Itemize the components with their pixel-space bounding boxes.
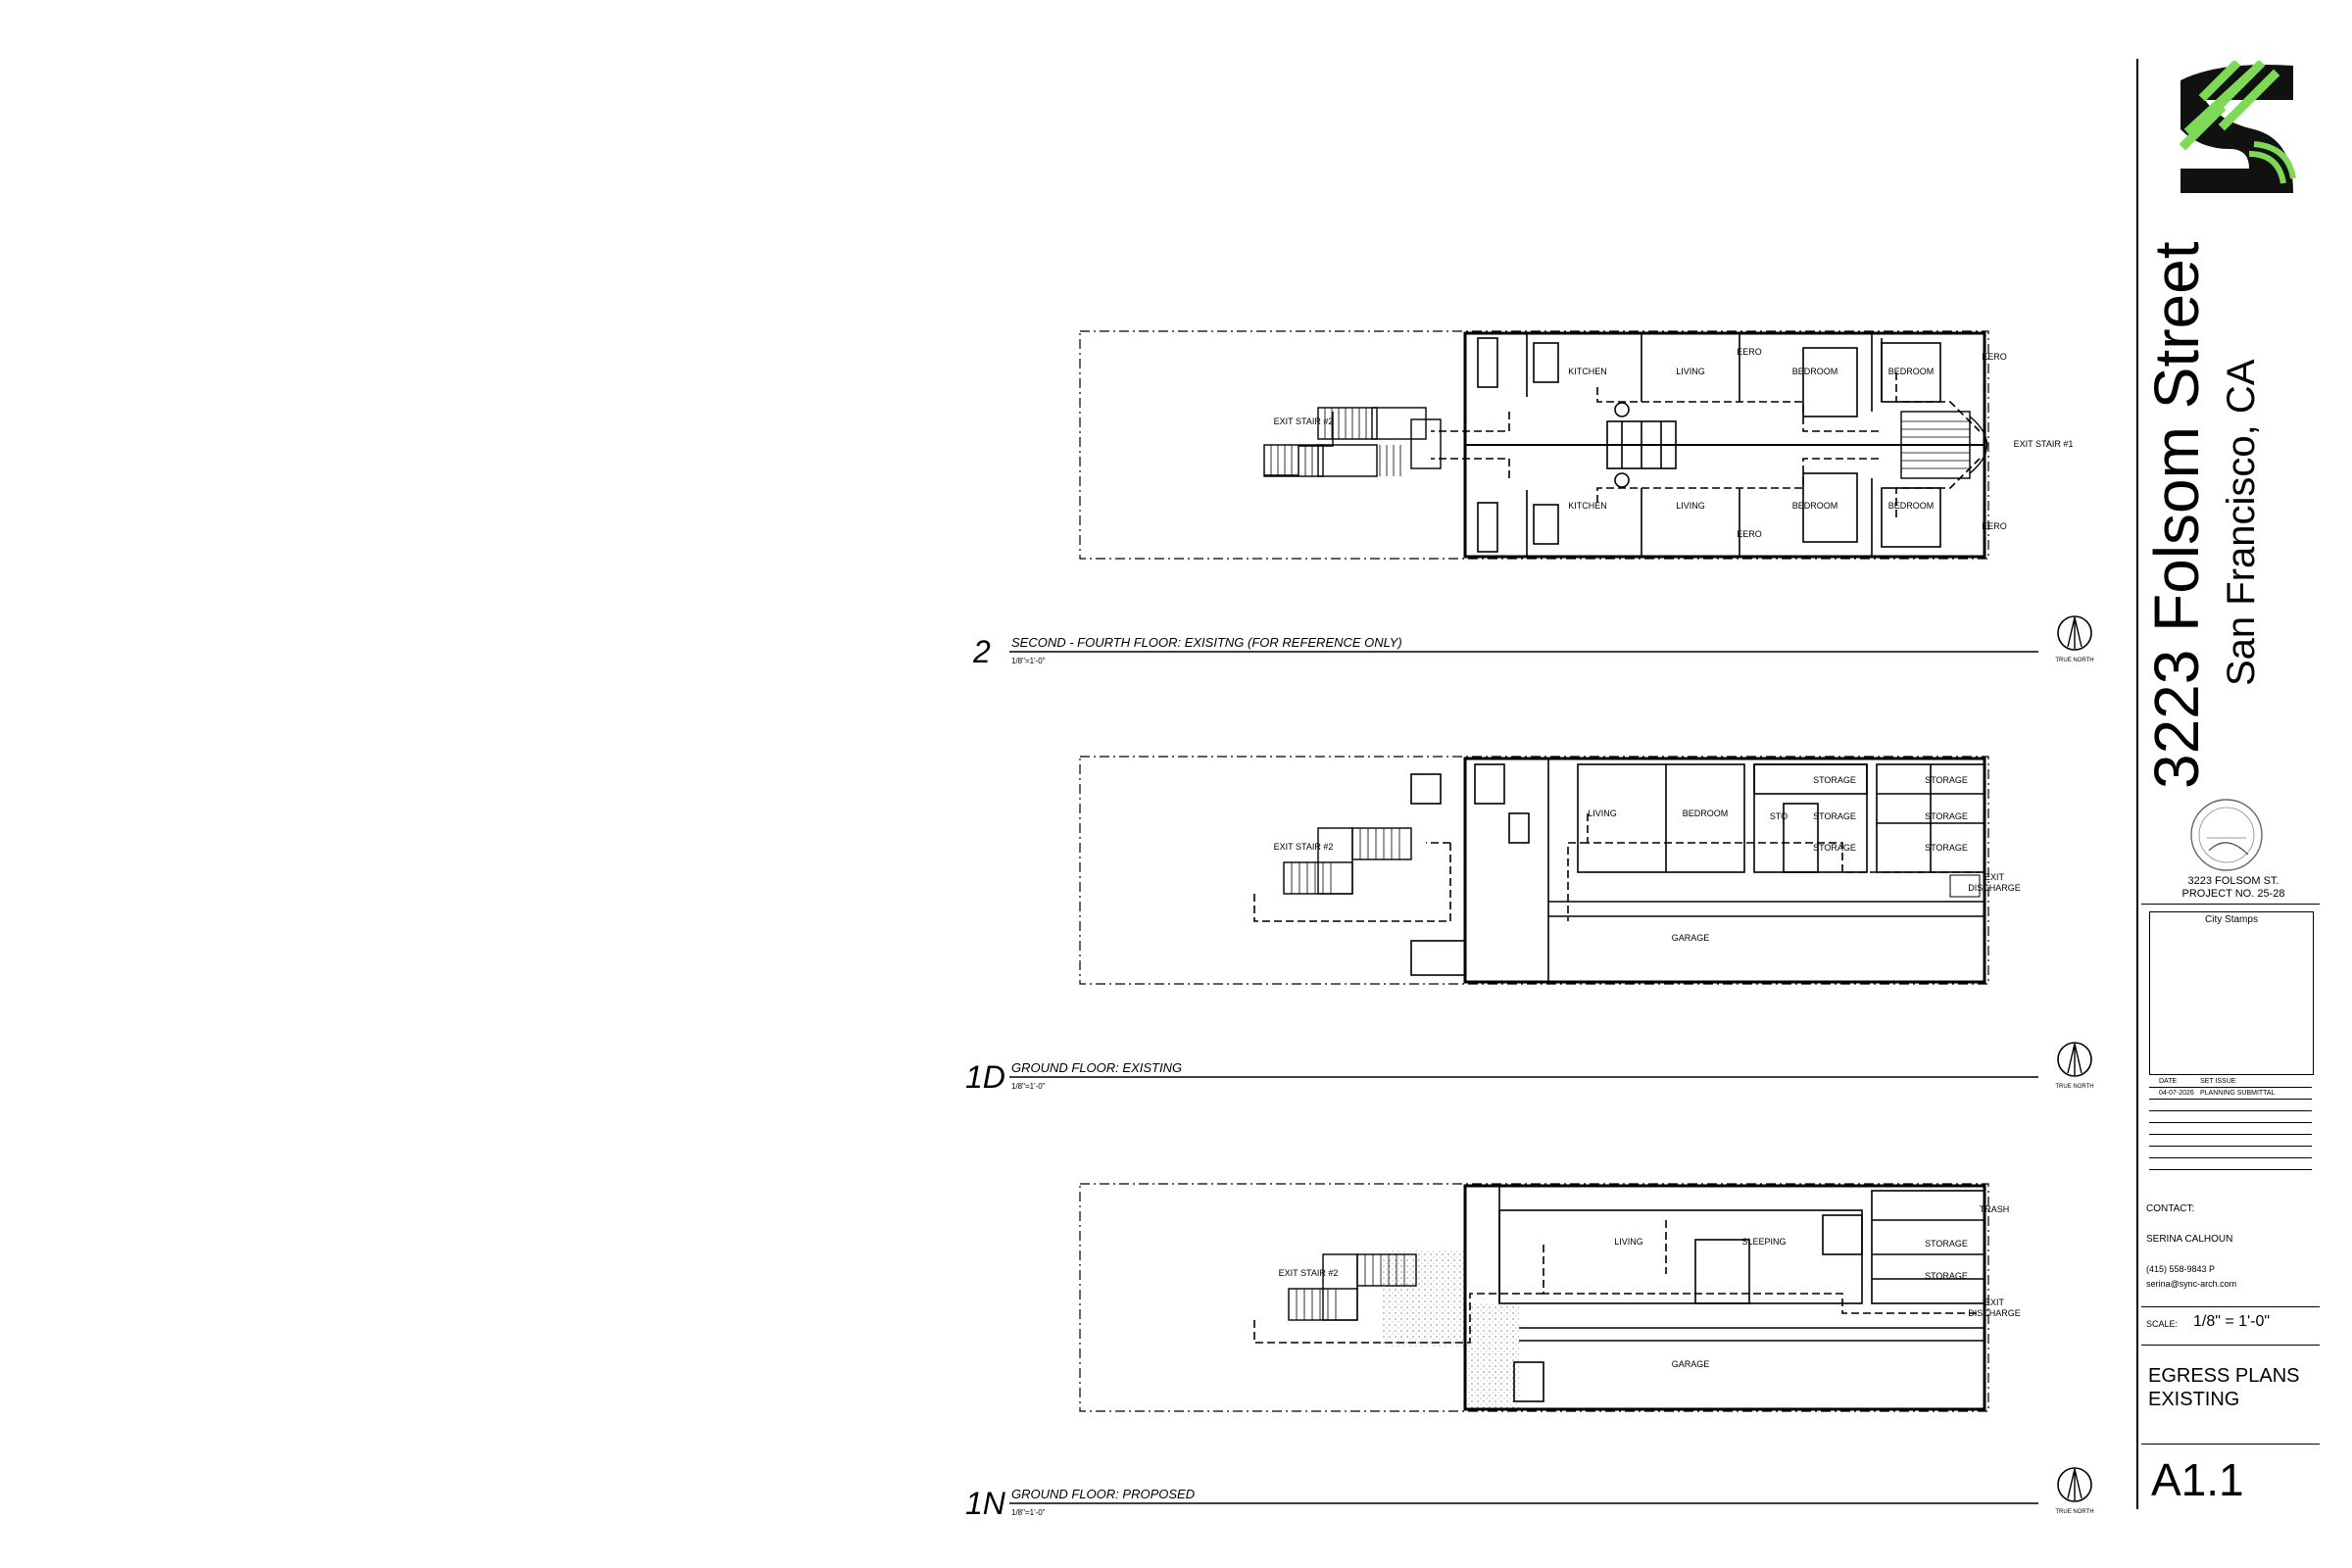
sheet-number: A1.1 xyxy=(2151,1454,2244,1505)
title-block-border xyxy=(2136,59,2138,1509)
room-label-garage: GARAGE xyxy=(1672,933,1710,943)
room-label-storage: STORAGE xyxy=(1925,1271,1968,1281)
exit-discharge-label: DISCHARGE xyxy=(1968,1308,2021,1318)
contact-phone: (415) 558-9843 P xyxy=(2146,1264,2216,1274)
room-label-bedroom: BEDROOM xyxy=(1888,501,1935,511)
plan-ground-floor-proposed xyxy=(1079,1183,1989,1412)
north-label: TRUE NORTH xyxy=(2055,1084,2093,1090)
room-label-storage: STORAGE xyxy=(1925,1239,1968,1249)
drawing-title: GROUND FLOOR: EXISTING xyxy=(1011,1060,1182,1075)
drawing-number: 1D xyxy=(965,1059,1005,1095)
room-label-bedroom: BEDROOM xyxy=(1792,367,1838,376)
room-label-bedroom: BEDROOM xyxy=(1792,501,1838,511)
room-label-storage: STORAGE xyxy=(1925,811,1968,821)
room-label-storage: STORAGE xyxy=(1813,775,1856,785)
room-label-living: LIVING xyxy=(1588,808,1617,818)
drawing-title: SECOND - FOURTH FLOOR: EXISITNG (FOR REF… xyxy=(1011,635,1402,650)
room-label-eero: EERO xyxy=(1982,521,2007,531)
exit-stair-2-label: EXIT STAIR #2 xyxy=(1274,416,1334,426)
drawing-scale: 1/8"=1'-0" xyxy=(1011,657,1046,665)
north-arrow-icon: TRUE NORTH xyxy=(2055,1467,2094,1515)
issue-table: DATE SET ISSUE 04-07-2026 PLANNING SUBMI… xyxy=(2149,1078,2312,1170)
room-label-sleeping: SLEEPING xyxy=(1741,1237,1786,1247)
city-stamps-label: City Stamps xyxy=(2205,914,2258,925)
exit-discharge-label: EXIT xyxy=(1984,872,2005,882)
drawing-title-2: 2 SECOND - FOURTH FLOOR: EXISITNG (FOR R… xyxy=(972,634,2038,669)
exit-stair-2-label: EXIT STAIR #2 xyxy=(1274,842,1334,852)
firm-logo-icon xyxy=(2179,61,2296,193)
drawing-scale: 1/8"=1'-0" xyxy=(1011,1082,1046,1091)
north-label: TRUE NORTH xyxy=(2055,658,2093,663)
plan-ground-floor-existing xyxy=(1079,756,1989,985)
room-label-storage: STORAGE xyxy=(1813,843,1856,853)
project-number: PROJECT NO. 25-28 xyxy=(2181,888,2285,900)
drawing-title-1n: 1N GROUND FLOOR: PROPOSED 1/8"=1'-0" xyxy=(965,1486,2038,1521)
contact-name: SERINA CALHOUN xyxy=(2146,1234,2233,1245)
exit-stair-1-label: EXIT STAIR #1 xyxy=(2014,439,2074,449)
contact-label: CONTACT: xyxy=(2146,1203,2195,1214)
north-arrow-icon: TRUE NORTH xyxy=(2055,615,2094,663)
room-label-storage: STORAGE xyxy=(1813,811,1856,821)
architect-seal-icon xyxy=(2190,799,2263,871)
city-stamps-box: City Stamps xyxy=(2149,911,2314,1075)
room-label-storage: STORAGE xyxy=(1925,775,1968,785)
issue-date-header: DATE xyxy=(2159,1078,2178,1085)
room-label-living: LIVING xyxy=(1614,1237,1643,1247)
drawing-number: 1N xyxy=(965,1486,1006,1521)
contact-email: serina@sync-arch.com xyxy=(2146,1279,2237,1289)
issue-date: 04-07-2026 xyxy=(2159,1090,2194,1097)
drawing-number: 2 xyxy=(972,634,991,669)
project-street-title: 3223 Folsom Street xyxy=(2141,241,2212,790)
room-label-trash: TRASH xyxy=(1980,1204,2010,1214)
table-row: 04-07-2026 PLANNING SUBMITTAL xyxy=(2149,1088,2312,1100)
room-label-bedroom: BEDROOM xyxy=(1888,367,1935,376)
room-label-sto: STO xyxy=(1770,811,1788,821)
room-labels: KITCHEN LIVING BEDROOM BEDROOM KITCHEN L… xyxy=(1274,347,2074,1369)
room-label-eero: EERO xyxy=(1982,352,2007,362)
room-label-eero: EERO xyxy=(1737,529,1762,539)
room-label-eero: EERO xyxy=(1737,347,1762,357)
exit-discharge-label: EXIT xyxy=(1984,1298,2005,1307)
drawing-scale: 1/8"=1'-0" xyxy=(1011,1508,1046,1517)
issue-set-header: SET ISSUE xyxy=(2200,1078,2236,1085)
north-arrow-icon: TRUE NORTH xyxy=(2055,1042,2094,1090)
room-label-storage: STORAGE xyxy=(1925,843,1968,853)
drawing-sheet: KITCHEN LIVING BEDROOM BEDROOM KITCHEN L… xyxy=(965,330,2094,1521)
room-label-living: LIVING xyxy=(1676,501,1705,511)
exit-stair-2-label: EXIT STAIR #2 xyxy=(1279,1268,1339,1278)
plan-second-fourth-floor xyxy=(1079,330,1989,560)
project-city-title: San Francisco, CA xyxy=(2220,359,2263,686)
room-label-bedroom: BEDROOM xyxy=(1683,808,1729,818)
sheet-title-line-2: EXISTING xyxy=(2148,1389,2240,1410)
room-label-garage: GARAGE xyxy=(1672,1359,1710,1369)
exit-discharge-label: DISCHARGE xyxy=(1968,883,2021,893)
room-label-living: LIVING xyxy=(1676,367,1705,376)
scale-label: SCALE: xyxy=(2146,1319,2179,1329)
drawing-title-1d: 1D GROUND FLOOR: EXISTING 1/8"=1'-0" xyxy=(965,1059,2038,1095)
sheet-title-line-1: EGRESS PLANS xyxy=(2148,1365,2300,1387)
project-address-short: 3223 FOLSOM ST. xyxy=(2187,875,2279,887)
drawing-title: GROUND FLOOR: PROPOSED xyxy=(1011,1487,1195,1501)
north-label: TRUE NORTH xyxy=(2055,1509,2093,1515)
issue-name: PLANNING SUBMITTAL xyxy=(2200,1090,2276,1097)
room-label-kitchen: KITCHEN xyxy=(1568,501,1607,511)
scale-value: 1/8" = 1'-0" xyxy=(2193,1313,2271,1330)
room-label-kitchen: KITCHEN xyxy=(1568,367,1607,376)
